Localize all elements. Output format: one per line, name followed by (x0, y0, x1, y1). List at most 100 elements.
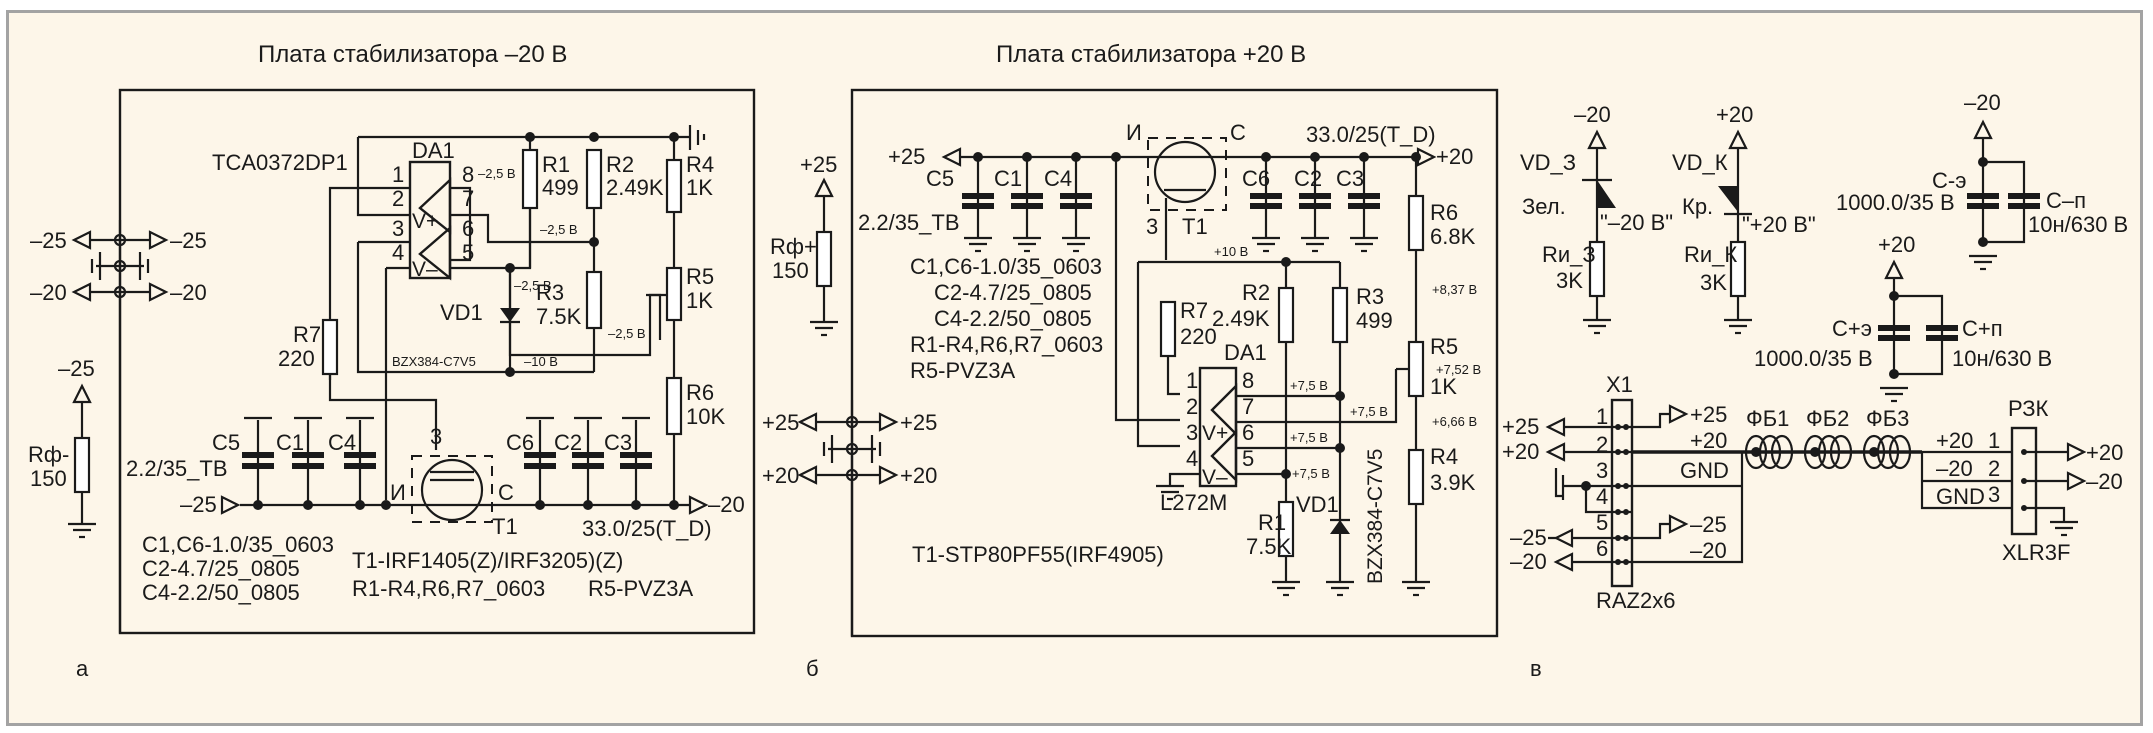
vplus-label: V+ (1202, 422, 1228, 445)
xlr-pin-label: +20 (1936, 428, 1973, 453)
pin-3: 3 (1186, 420, 1198, 445)
wire (1920, 452, 2012, 510)
node-voltage: +7,5 В (1292, 466, 1330, 481)
wire (1168, 472, 1200, 486)
resistor-r6 (665, 376, 683, 436)
x1-pin: 1 (1596, 404, 1608, 429)
x1-left-label: +20 (1502, 439, 1539, 464)
note: C1,C6-1.0/35_0603 (142, 532, 334, 557)
led-green-icon (1597, 180, 1616, 208)
r6-ref: R6 (1430, 200, 1458, 225)
xlr-pin: 1 (1988, 428, 2000, 453)
c4-ref: C4 (1044, 166, 1072, 191)
t1-source-label: И (390, 480, 406, 505)
xlr-ref: РЗК (2008, 396, 2048, 421)
r5-ref: R5 (686, 264, 714, 289)
wire (450, 186, 472, 262)
c6-ref: C6 (506, 430, 534, 455)
x1-pin: 4 (1596, 484, 1608, 509)
junction (1978, 237, 1988, 247)
ic-ref: DA1 (1224, 340, 1267, 365)
connector-label: –20 (30, 280, 67, 305)
ri-red-ref: Rи_К (1684, 242, 1737, 267)
opamp-lower (1210, 429, 1238, 483)
pin-5: 5 (1242, 446, 1254, 471)
r6-value: 6.8K (1430, 224, 1476, 249)
ri-green-ref: Rи_З (1542, 242, 1596, 267)
input-rail-label: –25 (180, 492, 217, 517)
arrow (1668, 404, 1689, 424)
resistor-r2 (585, 148, 603, 210)
rf-value: 150 (30, 466, 67, 491)
vd1-ref: VD1 (440, 300, 483, 325)
cap-pos-elec-value: 1000.0/35 В (1754, 346, 1873, 371)
xlr-output: +20 (2086, 440, 2123, 465)
arrow (2066, 471, 2087, 491)
node-voltage: –2,5 В (540, 222, 578, 237)
connector-a (71, 220, 169, 633)
panel-b-label: б (806, 656, 819, 681)
cap-neg-elec-ref: С-э (1932, 168, 1966, 193)
r2-value: 2.49K (606, 175, 664, 200)
cap-group-output (1250, 157, 1380, 253)
r2-ref: R2 (1242, 280, 1270, 305)
r1-value: 499 (542, 175, 579, 200)
ground-symbol (1554, 468, 1563, 498)
node-voltage: +7,5 В (1290, 378, 1328, 393)
junction (1889, 369, 1899, 379)
resistor-r3 (585, 270, 603, 330)
led-green-color: Зел. (1522, 194, 1566, 219)
ferrite-label: ФБ2 (1806, 406, 1849, 431)
ferrite-beads (1744, 434, 1912, 470)
pin-7: 7 (462, 186, 474, 211)
arrow (1553, 552, 1574, 572)
vd1-ref: VD1 (1296, 492, 1339, 517)
resistor-rf-pos (815, 230, 833, 288)
connector-label: +20 (762, 463, 799, 488)
x1-right-label: +20 (1690, 428, 1727, 453)
c2-ref: C2 (554, 430, 582, 455)
ground-icon (1270, 580, 1302, 597)
junction (1359, 152, 1369, 162)
resistor-r7 (321, 318, 339, 376)
r3-ref: R3 (536, 280, 564, 305)
connector-x1 (1610, 398, 1634, 588)
arrow (1668, 514, 1689, 534)
wire (1166, 356, 1180, 396)
r2-value: 2.49K (1212, 306, 1270, 331)
ic-ref: DA1 (412, 138, 455, 163)
x1-ref: X1 (1606, 372, 1633, 397)
ground-icon (66, 522, 98, 539)
r6-ref: R6 (686, 380, 714, 405)
junction (535, 500, 545, 510)
r4-ref: R4 (1430, 444, 1458, 469)
note: C2-4.7/25_0805 (142, 556, 300, 581)
led-red-ref: VD_К (1672, 150, 1728, 175)
wire (1983, 160, 2026, 244)
x1-pin: 2 (1596, 432, 1608, 457)
connector-b (797, 400, 899, 636)
zener-vd1 (1330, 520, 1350, 534)
x1-right-label: –25 (1690, 512, 1727, 537)
led-red-caption: "+20 В" (1742, 212, 1816, 237)
pin-2: 2 (392, 186, 404, 211)
x1-right-label: –20 (1690, 538, 1727, 563)
t1-ref: T1 (492, 514, 518, 539)
output-rail-label: +20 (1436, 144, 1473, 169)
r7-value: 220 (1180, 324, 1217, 349)
cap-group-input (962, 157, 1092, 253)
pin-1: 1 (1186, 368, 1198, 393)
r6-value: 10K (686, 404, 725, 429)
opamp-upper (418, 177, 452, 235)
junction (1335, 391, 1345, 401)
connector-label: +25 (762, 410, 799, 435)
c6-ref: C6 (1242, 166, 1270, 191)
arrow (1553, 528, 1574, 548)
rf-rail-label: –25 (58, 356, 95, 381)
c1-ref: C1 (276, 430, 304, 455)
note: T1-IRF1405(Z)/IRF3205)(Z) (352, 548, 623, 573)
x1-pin-dots (1615, 424, 1629, 565)
junction (1071, 152, 1081, 162)
pin-2: 2 (1186, 394, 1198, 419)
